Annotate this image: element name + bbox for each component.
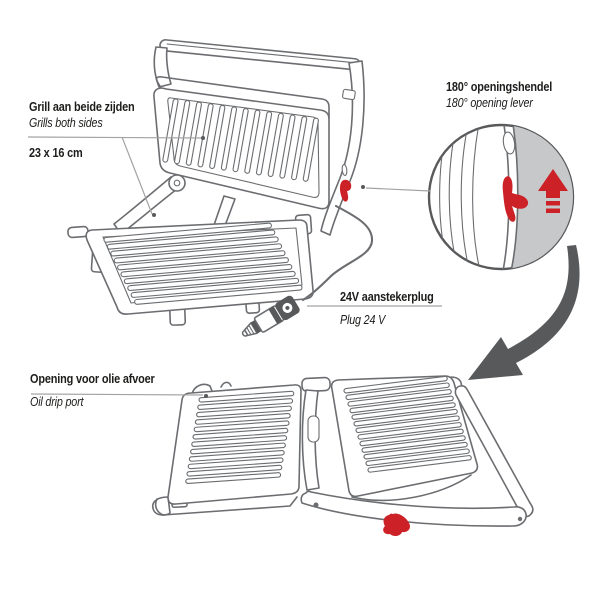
dimension-label: 23 x 16 cm <box>29 145 83 160</box>
locking-arm <box>300 490 527 527</box>
annotation-power-plug: 24V aanstekerplug Plug 24 V <box>340 289 452 327</box>
leader-grill-sides <box>27 136 203 139</box>
annotation-title: 180° openingshendel <box>446 79 553 94</box>
car-plug-icon <box>241 295 300 337</box>
leader-oil-drip <box>30 393 204 396</box>
center-hinge <box>301 376 331 491</box>
red-lever-bottom-icon <box>383 513 411 537</box>
annotation-subtitle: 180° opening lever <box>446 96 533 110</box>
annotation-grill-sides: Grill aan beide zijden Grills both sides <box>29 99 155 130</box>
power-cable <box>301 204 374 302</box>
annotation-subtitle: Oil drip port <box>30 395 84 409</box>
annotation-title: Grill aan beide zijden <box>29 99 135 114</box>
lever-detail-circle <box>427 123 575 271</box>
top-grill-illustration <box>67 39 374 337</box>
hinge-pin <box>168 174 186 192</box>
annotation-oil-drip: Opening voor olie afvoer Oil drip port <box>30 371 178 409</box>
annotation-subtitle: Grills both sides <box>29 116 103 130</box>
annotation-title: Opening voor olie afvoer <box>30 371 155 386</box>
annotation-subtitle: Plug 24 V <box>340 313 386 327</box>
right-grill-plate <box>330 375 479 502</box>
flip-arrow-icon <box>468 245 580 380</box>
leader-opening-lever <box>365 187 431 192</box>
folding-handle <box>450 376 534 518</box>
right-support-arm <box>320 60 365 236</box>
bottom-grill-illustration <box>152 375 534 537</box>
lower-grill-plate <box>67 219 314 326</box>
left-support-arm <box>113 176 178 235</box>
leader-lines <box>27 136 442 398</box>
red-lever-icon <box>340 179 352 202</box>
left-grill-plate <box>152 381 302 516</box>
red-lever-detail <box>502 176 529 222</box>
upper-grill-plate <box>153 76 330 210</box>
annotation-opening-lever: 180° openingshendel 180° opening lever <box>446 79 572 110</box>
thumb-notch <box>502 131 516 155</box>
red-up-arrow-icon <box>538 169 568 213</box>
annotation-title: 24V aanstekerplug <box>340 289 434 304</box>
